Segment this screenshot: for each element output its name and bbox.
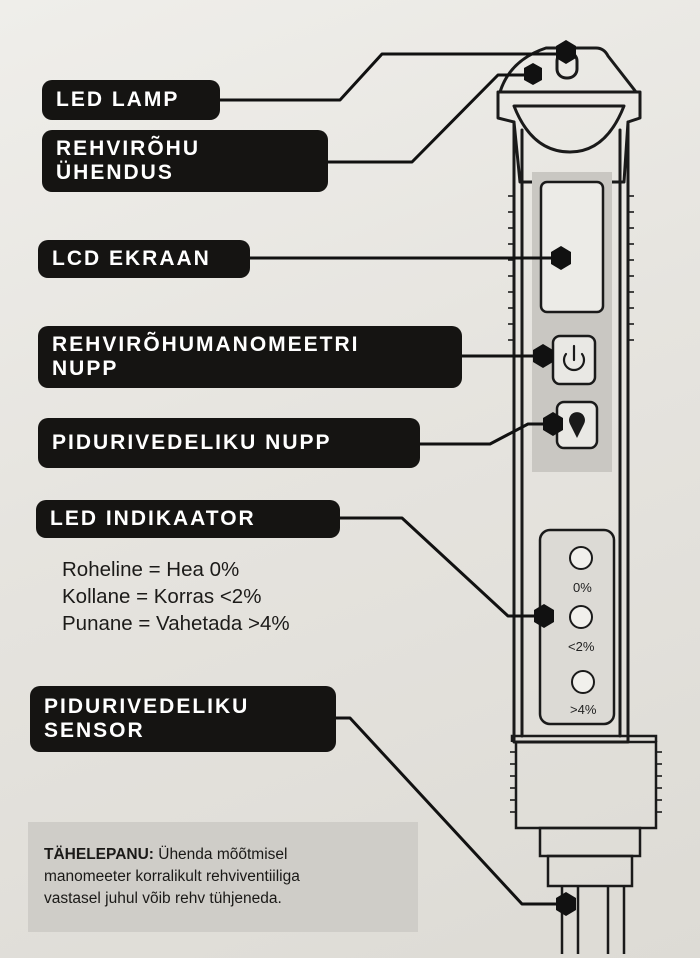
label-manometer-button: REHVIRÕHUMANOMEETRI NUPP	[38, 326, 462, 388]
led-mark-0: 0%	[573, 580, 592, 595]
collar-ribs	[510, 751, 662, 813]
label-led-indicator: LED INDIKAATOR	[36, 500, 340, 538]
legend-green: Roheline = Hea 0%	[62, 558, 240, 581]
label-tire-connection-line2: ÜHENDUS	[56, 161, 174, 184]
leader-lines	[220, 52, 568, 906]
label-manometer-line1: REHVIRÕHUMANOMEETRI	[52, 332, 360, 356]
marker-tire-connection	[524, 63, 542, 85]
leader-sensor	[336, 716, 568, 906]
led-mark-4: >4%	[570, 702, 597, 717]
marker-brake-button	[543, 412, 563, 436]
marker-lcd	[551, 246, 571, 270]
sensor-base	[538, 826, 642, 888]
tire-connector-window	[512, 104, 626, 154]
led-legend: Roheline = Hea 0% Kollane = Korras <2% P…	[62, 556, 290, 637]
device-head	[496, 90, 642, 184]
legend-yellow: Kollane = Korras <2%	[62, 585, 262, 608]
label-lcd: LCD EKRAAN	[38, 240, 250, 278]
marker-manometer	[533, 344, 553, 368]
led-green	[569, 546, 593, 570]
led-red	[571, 670, 595, 694]
label-sensor-line1: PIDURIVEDELIKU	[44, 694, 250, 718]
sensor-collar	[510, 734, 658, 830]
label-sensor-line2: SENSOR	[44, 719, 145, 742]
label-led-lamp: LED LAMP	[42, 80, 220, 120]
label-led-lamp-text: LED LAMP	[56, 87, 180, 111]
led-mark-2: <2%	[568, 639, 595, 654]
drop-icon	[569, 412, 585, 438]
notice-line2: manomeeter korralikult rehviventiiliga	[44, 868, 300, 885]
notice-box: TÄHELEPANU: Ühenda mõõtmisel manomeeter …	[28, 822, 418, 932]
led-yellow	[569, 605, 593, 629]
label-lcd-text: LCD EKRAAN	[52, 246, 211, 270]
legend-red: Punane = Vahetada >4%	[62, 612, 290, 635]
notice-line1-rest: Ühenda mõõtmisel	[153, 846, 288, 863]
leader-brake-button	[420, 422, 556, 446]
leader-tire-connection	[328, 73, 534, 164]
power-icon	[562, 344, 586, 372]
label-led-indicator-text: LED INDIKAATOR	[50, 506, 256, 530]
notice-title: TÄHELEPANU:	[44, 846, 154, 863]
label-tire-connection: REHVIRÕHU ÜHENDUS	[42, 130, 328, 192]
lcd-screen	[539, 180, 605, 314]
marker-led-lamp	[556, 40, 576, 64]
label-manometer-line2: NUPP	[52, 357, 119, 380]
callout-markers	[524, 40, 576, 916]
leader-led-indicator	[340, 516, 544, 618]
label-brake-sensor: PIDURIVEDELIKU SENSOR	[30, 686, 336, 752]
label-brake-button: PIDURIVEDELIKU NUPP	[38, 418, 420, 468]
body-ridges	[508, 195, 634, 341]
notice-line1: TÄHELEPANU: Ühenda mõõtmisel	[44, 844, 418, 866]
leader-led-lamp	[220, 52, 566, 102]
label-brake-button-text: PIDURIVEDELIKU NUPP	[52, 430, 332, 454]
marker-sensor	[556, 892, 576, 916]
label-tire-connection-line1: REHVIRÕHU	[56, 136, 201, 160]
marker-led-indicator	[534, 604, 554, 628]
notice-line3: vastasel juhul võib rehv tühjeneda.	[44, 890, 282, 907]
